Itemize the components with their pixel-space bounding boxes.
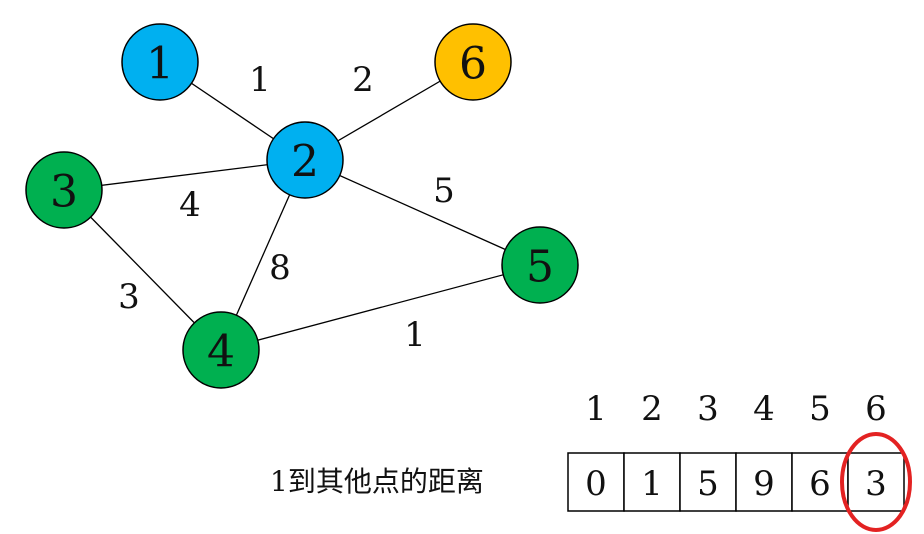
edge-weight-label: 5 [433, 171, 455, 211]
column-index-label: 1 [585, 389, 607, 429]
node-label: 2 [291, 137, 319, 188]
distance-value: 6 [809, 464, 831, 504]
column-index-label: 6 [865, 389, 887, 429]
column-index-label: 5 [809, 389, 831, 429]
node-circle [501, 226, 579, 304]
column-index-label: 2 [641, 389, 663, 429]
table-cell [847, 452, 905, 512]
node-label: 1 [146, 39, 174, 90]
distance-value: 0 [585, 464, 607, 504]
distance-value: 5 [697, 464, 719, 504]
column-index-label: 3 [697, 389, 719, 429]
graph-node-5: 5 [501, 226, 579, 304]
table-caption: 1到其他点的距离 [270, 465, 484, 498]
table-cell [567, 452, 625, 512]
highlight-circle [840, 432, 912, 532]
graph-node-4: 4 [182, 311, 260, 389]
node-label: 6 [459, 39, 487, 90]
table-cell [735, 452, 793, 512]
edge-weight-label: 1 [249, 60, 271, 100]
edge-2-5 [304, 159, 541, 266]
graph-node-6: 6 [434, 23, 512, 101]
node-circle [182, 311, 260, 389]
edge-weight-label: 8 [269, 248, 291, 288]
edge-2-3 [63, 159, 306, 191]
graph-node-1: 1 [121, 23, 199, 101]
graph-node-3: 3 [25, 151, 103, 229]
edge-weight-label: 1 [404, 315, 426, 355]
node-circle [25, 151, 103, 229]
node-label: 4 [207, 327, 235, 378]
distance-value: 1 [641, 464, 663, 504]
node-label: 5 [526, 242, 554, 293]
column-index-label: 4 [753, 389, 775, 429]
edge-weight-label: 2 [352, 60, 374, 100]
distance-value: 9 [753, 464, 775, 504]
node-circle [434, 23, 512, 101]
node-circle [121, 23, 199, 101]
edge-4-5 [220, 264, 541, 351]
node-circle [266, 121, 344, 199]
table-cell [679, 452, 737, 512]
table-cell [623, 452, 681, 512]
edge-weight-label: 3 [118, 277, 140, 317]
distance-value: 3 [865, 464, 887, 504]
graph-node-2: 2 [266, 121, 344, 199]
node-label: 3 [50, 167, 78, 218]
edge-weight-label: 4 [179, 185, 201, 225]
